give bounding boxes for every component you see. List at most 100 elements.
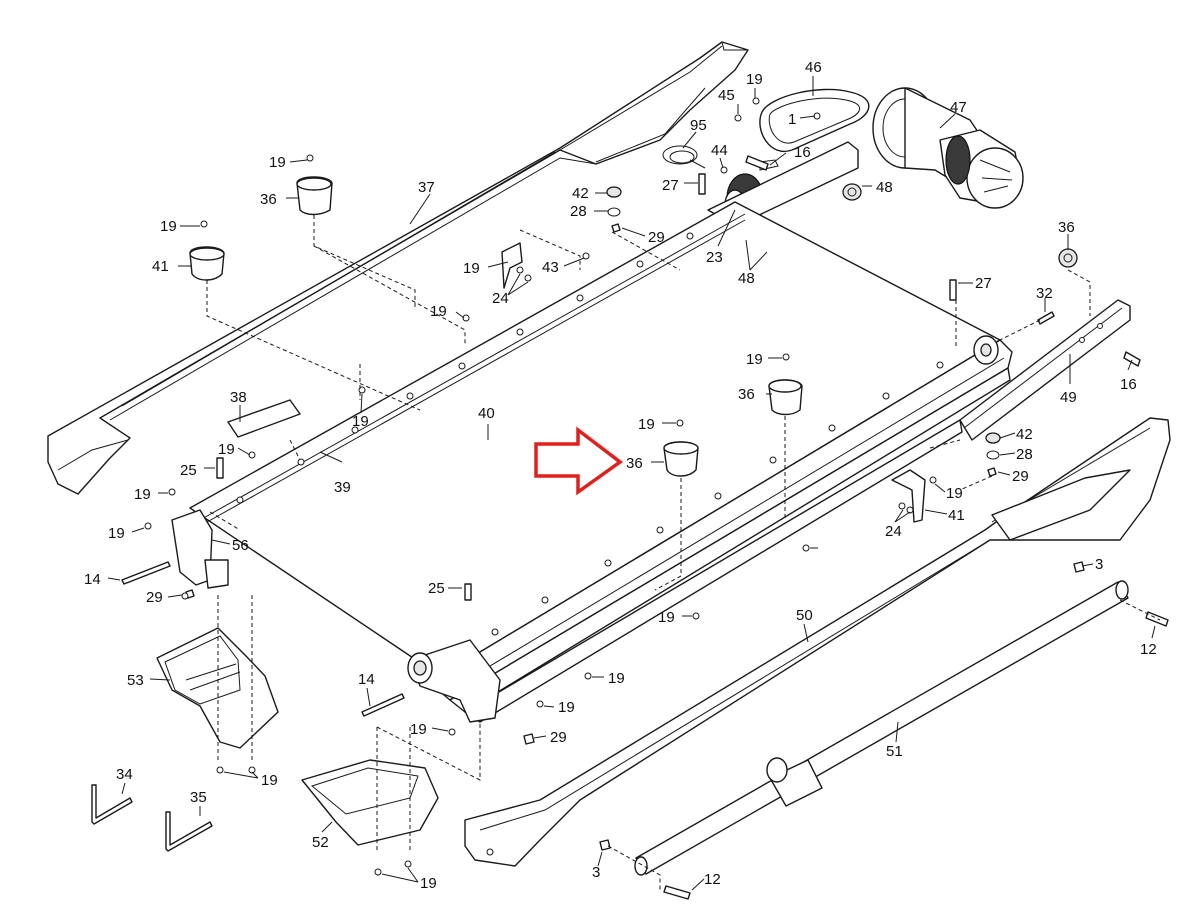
label-19: 19 <box>108 525 125 542</box>
drive-motor <box>872 87 1024 209</box>
label-41: 41 <box>948 507 965 524</box>
label-19: 19 <box>558 699 575 716</box>
crossbar <box>634 580 1129 876</box>
label-19: 19 <box>430 303 447 320</box>
bearing-48a <box>842 183 862 201</box>
label-14: 14 <box>358 671 375 688</box>
label-29: 29 <box>146 589 163 606</box>
label-36: 36 <box>738 386 755 403</box>
label-19: 19 <box>746 71 763 88</box>
label-3: 3 <box>592 864 600 881</box>
label-36-highlighted: 36 <box>626 455 643 472</box>
label-34: 34 <box>116 766 133 783</box>
allen-wrench-35 <box>165 811 213 852</box>
label-46: 46 <box>805 59 822 76</box>
label-43: 23 <box>706 249 723 266</box>
label-12: 12 <box>704 871 721 888</box>
label-19: 19 <box>420 875 437 892</box>
label-42: 42 <box>572 185 589 202</box>
label-56: 56 <box>232 537 249 554</box>
label-19: 19 <box>946 485 963 502</box>
label-37: 37 <box>418 179 435 196</box>
bracket-41b <box>891 469 926 523</box>
label-44: 44 <box>711 142 728 159</box>
label-32: 32 <box>1036 285 1053 302</box>
drive-belt <box>759 88 870 153</box>
label-28: 28 <box>1016 446 1033 463</box>
label-45: 45 <box>718 87 735 104</box>
label-38: 38 <box>230 389 247 406</box>
label-19: 19 <box>658 609 675 626</box>
label-29: 29 <box>550 729 567 746</box>
label-1: 1 <box>788 111 796 128</box>
label-24: 24 <box>885 523 902 540</box>
label-49: 49 <box>1060 389 1077 406</box>
label-42: 42 <box>1016 426 1033 443</box>
label-47: 47 <box>950 99 967 116</box>
bolts <box>121 155 1169 900</box>
label-29: 29 <box>648 229 665 246</box>
label-19: 19 <box>218 441 235 458</box>
label-19: 19 <box>746 351 763 368</box>
deck-holes <box>236 232 944 636</box>
label-28: 28 <box>570 203 587 220</box>
rear-cover-right <box>301 759 439 846</box>
label-48: 48 <box>876 179 893 196</box>
right-frame-rail <box>959 299 1131 441</box>
label-52: 52 <box>312 834 329 851</box>
label-3: 3 <box>1095 556 1103 573</box>
washers-b <box>985 432 1001 477</box>
label-40: 40 <box>478 405 495 422</box>
label-39: 39 <box>334 479 351 496</box>
label-16: 16 <box>794 144 811 161</box>
label-27: 27 <box>975 275 992 292</box>
label-19: 19 <box>261 772 278 789</box>
label-25: 25 <box>428 580 445 597</box>
label-27: 27 <box>662 177 679 194</box>
label-14: 14 <box>84 571 101 588</box>
assembly-guides <box>206 215 1161 890</box>
part-labels: 46 19 45 47 1 95 44 16 19 36 37 27 42 48… <box>84 59 1157 892</box>
label-35: 35 <box>190 789 207 806</box>
label-19: 43 <box>542 259 559 276</box>
label-29: 29 <box>1012 468 1029 485</box>
rear-roller <box>171 509 229 589</box>
foot-36-d <box>663 441 699 477</box>
label-36: 36 <box>260 191 277 208</box>
label-19: 19 <box>608 670 625 687</box>
foot-36-c <box>768 379 803 416</box>
label-50: 50 <box>796 607 813 624</box>
main-frame <box>437 339 1013 723</box>
right-arrow-icon <box>534 426 623 496</box>
left-side-rail <box>47 41 749 495</box>
label-19: 19 <box>134 486 151 503</box>
front-roller <box>407 335 999 723</box>
label-25: 25 <box>180 462 197 479</box>
label-41: 19 <box>463 260 480 277</box>
label-24: 24 <box>492 290 509 307</box>
screws-19 <box>144 97 937 876</box>
label-95: 95 <box>690 117 707 134</box>
label-19: 19 <box>352 413 369 430</box>
foot-36-a <box>296 176 333 216</box>
bracket-41a <box>501 242 523 289</box>
warning-label <box>227 399 301 438</box>
wire-95 <box>662 145 706 169</box>
label-19: 19 <box>160 218 177 235</box>
label-19: 19 <box>638 416 655 433</box>
washers-a <box>606 186 622 233</box>
label-23: 48 <box>738 270 755 287</box>
label-48: 36 <box>1058 219 1075 236</box>
allen-wrench-34 <box>91 784 133 825</box>
label-53: 53 <box>127 672 144 689</box>
label-12: 12 <box>1140 641 1157 658</box>
label-19: 19 <box>410 721 427 738</box>
foot-36-b <box>189 246 225 281</box>
right-side-rail <box>464 417 1171 867</box>
label-16: 16 <box>1120 376 1137 393</box>
label-36: 41 <box>152 258 169 275</box>
bearing-48b <box>1058 248 1078 268</box>
label-19: 19 <box>269 154 286 171</box>
